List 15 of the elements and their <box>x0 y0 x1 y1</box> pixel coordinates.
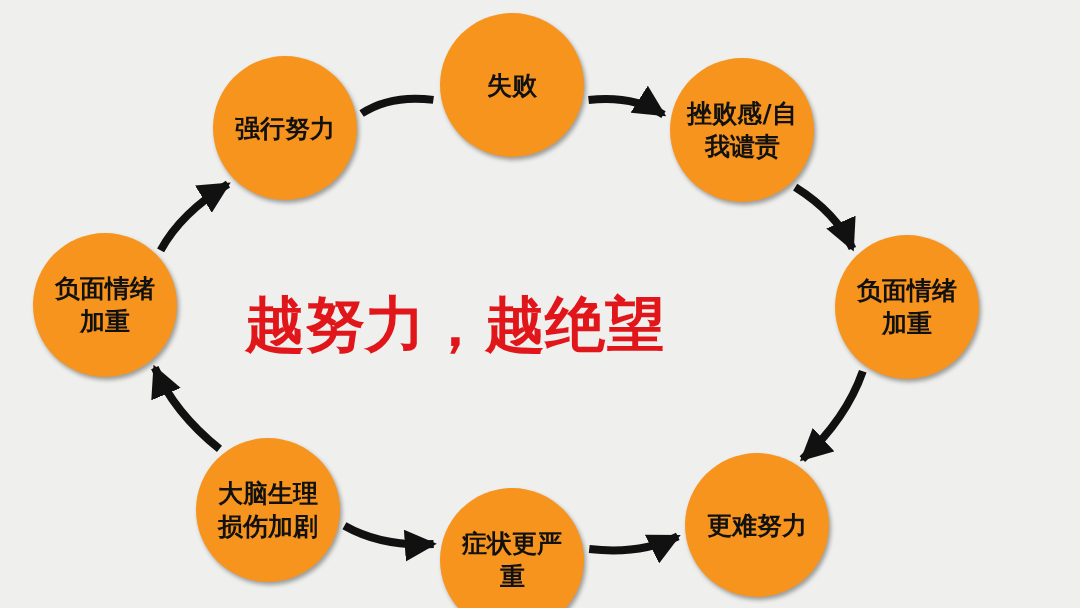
arrow <box>799 369 867 462</box>
arrow <box>588 532 681 563</box>
process-circle: 强行努力 <box>213 56 357 200</box>
arrow <box>151 364 222 453</box>
process-circle: 大脑生理损伤加剧 <box>196 438 340 582</box>
arrow <box>157 180 231 253</box>
process-circle: 症状更严重 <box>440 488 584 608</box>
process-circle: 挫败感/自我谴责 <box>670 58 814 202</box>
process-circle: 负面情绪加重 <box>835 235 979 379</box>
arrow <box>793 183 857 252</box>
process-circle: 失败 <box>440 13 584 157</box>
process-circle: 更难努力 <box>685 453 829 597</box>
process-circle: 负面情绪加重 <box>33 233 177 377</box>
slogan-text: 越努力，越绝望 <box>245 288 665 361</box>
arrow <box>342 522 437 562</box>
